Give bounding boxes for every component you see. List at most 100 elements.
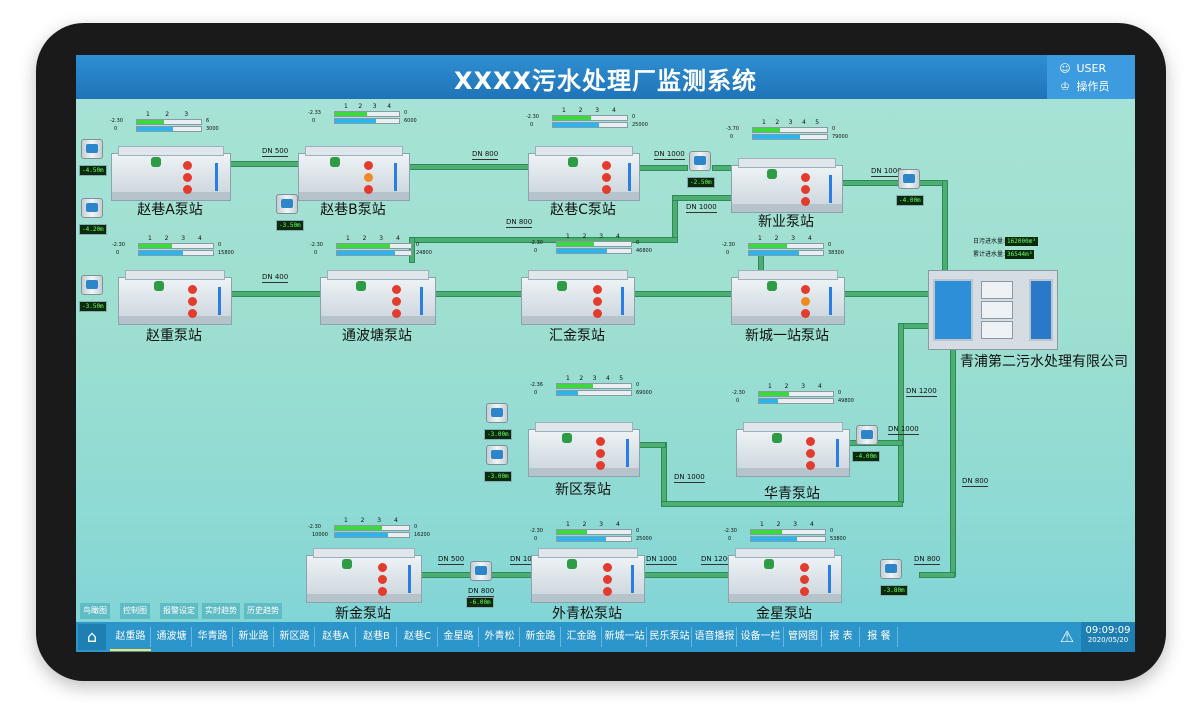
pump-red — [188, 285, 197, 294]
plant-unit — [981, 281, 1013, 299]
gauge-bar-blue — [748, 250, 824, 256]
station-huijin[interactable]: 汇金泵站 — [521, 255, 635, 344]
pipe-label: DN 1200 — [906, 387, 937, 397]
pump-green — [764, 559, 774, 569]
pump-green — [562, 433, 572, 443]
nav-item[interactable]: 金星路 — [443, 631, 474, 642]
station-huaqing[interactable]: 华青泵站 — [736, 407, 850, 502]
station-jinxing[interactable]: 金星泵站 — [728, 533, 842, 622]
gauge-tick: 4 — [817, 383, 822, 390]
gauge-tick: 2 — [784, 383, 789, 390]
well-tank — [896, 169, 920, 189]
user-panel[interactable]: ☺ USER ♔ 操作员 — [1047, 55, 1135, 99]
station-zhaoxiang-b[interactable]: 赵巷B泵站 — [298, 131, 410, 218]
gauge-fill — [137, 120, 164, 124]
station-waiqingsong[interactable]: 外青松泵站 — [531, 533, 645, 622]
well-tank — [854, 425, 878, 445]
well-tank — [274, 194, 298, 214]
station-xincheng-yizhan[interactable]: 新城一站泵站 — [731, 255, 845, 344]
pump-green — [330, 157, 340, 167]
nav-item[interactable]: 新区路 — [279, 631, 310, 642]
pump-red — [593, 309, 602, 318]
nav-item[interactable]: 外青松 — [484, 631, 515, 642]
station-zhaozhong[interactable]: 赵重泵站 — [118, 255, 232, 344]
nav-item[interactable]: 汇金路 — [566, 631, 597, 642]
nav-item[interactable]: 设备一栏 — [740, 631, 781, 642]
pump-red — [806, 461, 815, 470]
gauge-bar-green — [752, 127, 828, 133]
flow-indicator — [215, 163, 218, 191]
nav-item[interactable]: 报 表 — [829, 631, 853, 642]
nav-item[interactable]: 新业路 — [238, 631, 269, 642]
station-zhaoxiang-c[interactable]: 赵巷C泵站 — [528, 131, 640, 218]
pump-red — [596, 449, 605, 458]
station-zhaoxiang-a[interactable]: 赵巷A泵站 — [111, 131, 231, 218]
treatment-plant[interactable] — [928, 270, 1058, 350]
gauge-tick: 1 — [760, 521, 764, 528]
tab-realtime-trend[interactable]: 实时趋势 — [202, 603, 240, 619]
gauge-fill — [557, 249, 608, 253]
gauge-base-value: 0 — [530, 122, 534, 128]
gauge-tick: 4 — [197, 235, 202, 242]
gauge-low-value: -2.30 — [724, 528, 737, 534]
tab-history-trend[interactable]: 历史趋势 — [244, 603, 282, 619]
station-building — [320, 270, 436, 325]
pipe — [408, 164, 532, 170]
gauge-bar-blue — [336, 250, 412, 256]
pipe — [636, 165, 688, 171]
pipe-label: DN 400 — [262, 273, 289, 283]
nav-item[interactable]: 赵重路 — [110, 625, 151, 651]
pump-red — [806, 449, 815, 458]
nav-separator — [601, 627, 602, 647]
gauge-tick: 3 — [801, 383, 806, 390]
pipe — [672, 195, 678, 241]
nav-item[interactable]: 新城一站 — [604, 631, 645, 642]
gauge-tick: 2 — [775, 119, 780, 126]
tab-control-view[interactable]: 控制图 — [120, 603, 150, 619]
nav-item[interactable]: 民乐泵站 — [649, 631, 690, 642]
home-icon[interactable]: ⌂ — [78, 624, 106, 650]
scada-screen: XXXX污水处理厂监测系统 ☺ USER ♔ 操作员 DN 500 DN 800… — [76, 55, 1135, 652]
warning-icon[interactable]: ⚠ — [1059, 627, 1075, 646]
tab-aerial-view[interactable]: 鸟瞰图 — [80, 603, 110, 619]
station-tongbotang[interactable]: 通波塘泵站 — [320, 255, 436, 344]
station-xinjin[interactable]: 新金泵站 — [306, 533, 422, 622]
nav-item[interactable]: 赵巷C — [404, 631, 431, 642]
gauge-fill — [335, 526, 383, 530]
nav-item[interactable]: 通波塘 — [156, 631, 187, 642]
plant-name: 青浦第二污水处理有限公司 — [960, 354, 1128, 370]
well-tank — [79, 139, 103, 159]
nav-item[interactable]: 新金路 — [525, 631, 556, 642]
nav-separator — [273, 627, 274, 647]
nav-item[interactable]: 赵巷A — [322, 631, 349, 642]
station-xinye[interactable]: 新业泵站 — [731, 143, 843, 230]
station-xinqu[interactable]: 新区泵站 — [528, 407, 640, 498]
station-name: 赵巷B泵站 — [320, 202, 386, 218]
user-role: 操作员 — [1076, 80, 1110, 93]
gauge-fill — [753, 135, 801, 139]
nav-item[interactable]: 管网图 — [788, 631, 818, 642]
water-level: -3.80m — [880, 585, 908, 596]
nav-item[interactable]: 赵巷B — [363, 631, 390, 642]
gauge-tick: 1 — [146, 111, 150, 118]
gauge-tick: 3 — [599, 521, 604, 528]
nav-item[interactable]: 华青路 — [197, 631, 228, 642]
gauge-fill — [557, 391, 578, 395]
pipe — [842, 291, 932, 297]
plant-total-inflow: 累计进水量:36544m³ — [973, 250, 1035, 259]
tab-alarm-settings[interactable]: 报警设定 — [160, 603, 198, 619]
nav-separator — [736, 627, 737, 647]
pipe-label: DN 1000 — [510, 555, 541, 565]
nav-item[interactable]: 报 餐 — [867, 631, 891, 642]
gauge-bar-blue — [136, 126, 202, 132]
pump-red — [602, 173, 611, 182]
gauge-tick: 1 — [566, 233, 570, 240]
gauge-low-value: -2.30 — [110, 118, 123, 124]
gauge-low-value: -3.70 — [726, 126, 739, 132]
nav-item[interactable]: 语音播报 — [694, 631, 735, 642]
nav-separator — [859, 627, 860, 647]
station-name: 新城一站泵站 — [745, 328, 829, 344]
